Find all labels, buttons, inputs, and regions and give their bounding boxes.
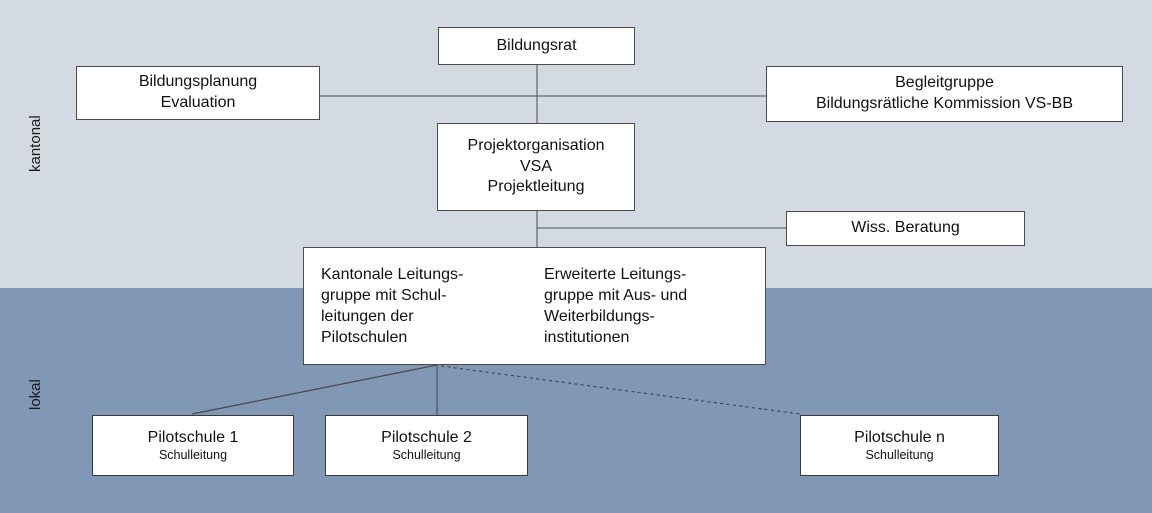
node-bildungsplanung-line-1: Bildungsplanung (138, 73, 258, 91)
kantonale-leitungsgruppe-line-1: Kantonale Leitungs- (321, 265, 464, 283)
node-projektorganisation-line-2: VSA (519, 157, 552, 175)
band-label-lokal: lokal (27, 379, 44, 410)
node-pilotschule-2[interactable]: Pilotschule 2 Schulleitung (325, 415, 528, 476)
kantonale-leitungsgruppe-line-2: gruppe mit Schul- (321, 286, 447, 304)
pilotschule-n-title: Pilotschule n (854, 428, 945, 446)
node-wiss-beratung-line-1: Wiss. Beratung (851, 219, 960, 237)
node-erweiterte-leitungsgruppe[interactable]: Erweiterte Leitungs- gruppe mit Aus- und… (539, 248, 765, 364)
node-projektorganisation-line-3: Projektleitung (487, 178, 585, 196)
node-kantonale-leitungsgruppe[interactable]: Kantonale Leitungs- gruppe mit Schul- le… (304, 248, 539, 364)
pilotschule-n-subtitle: Schulleitung (865, 447, 934, 462)
pilotschule-1-title: Pilotschule 1 (147, 428, 239, 446)
node-pilotschule-1[interactable]: Pilotschule 1 Schulleitung (92, 415, 294, 476)
node-begleitgruppe-line-1: Begleitgruppe (895, 74, 994, 92)
erweiterte-leitungsgruppe-line-3: Weiterbildungs- (544, 308, 655, 325)
node-begleitgruppe-line-2: Bildungsrätliche Kommission VS-BB (816, 95, 1073, 112)
node-projektorganisation-line-1: Projektorganisation (467, 136, 605, 154)
node-pilotschule-n[interactable]: Pilotschule n Schulleitung (800, 415, 999, 476)
node-leitungsgruppen[interactable]: Kantonale Leitungs- gruppe mit Schul- le… (303, 247, 766, 365)
pilotschule-1-subtitle: Schulleitung (158, 447, 228, 462)
node-projektorganisation[interactable]: Projektorganisation VSA Projektleitung (437, 123, 635, 211)
kantonale-leitungsgruppe-line-3: leitungen der (321, 308, 414, 325)
kantonale-leitungsgruppe-line-4: Pilotschulen (321, 329, 408, 347)
pilotschule-2-subtitle: Schulleitung (392, 447, 461, 462)
erweiterte-leitungsgruppe-line-1: Erweiterte Leitungs- (544, 265, 687, 283)
erweiterte-leitungsgruppe-line-2: gruppe mit Aus- und (544, 286, 688, 304)
node-wiss-beratung[interactable]: Wiss. Beratung (786, 211, 1025, 246)
node-bildungsrat[interactable]: Bildungsrat (438, 27, 635, 65)
node-bildungsrat-line-1: Bildungsrat (496, 36, 577, 54)
erweiterte-leitungsgruppe-line-4: institutionen (544, 329, 630, 347)
band-label-kantonal: kantonal (27, 115, 44, 172)
node-bildungsplanung[interactable]: Bildungsplanung Evaluation (76, 66, 320, 120)
node-begleitgruppe[interactable]: Begleitgruppe Bildungsrätliche Kommissio… (766, 66, 1123, 122)
pilotschule-2-title: Pilotschule 2 (381, 428, 472, 446)
node-bildungsplanung-line-2: Evaluation (160, 94, 236, 111)
